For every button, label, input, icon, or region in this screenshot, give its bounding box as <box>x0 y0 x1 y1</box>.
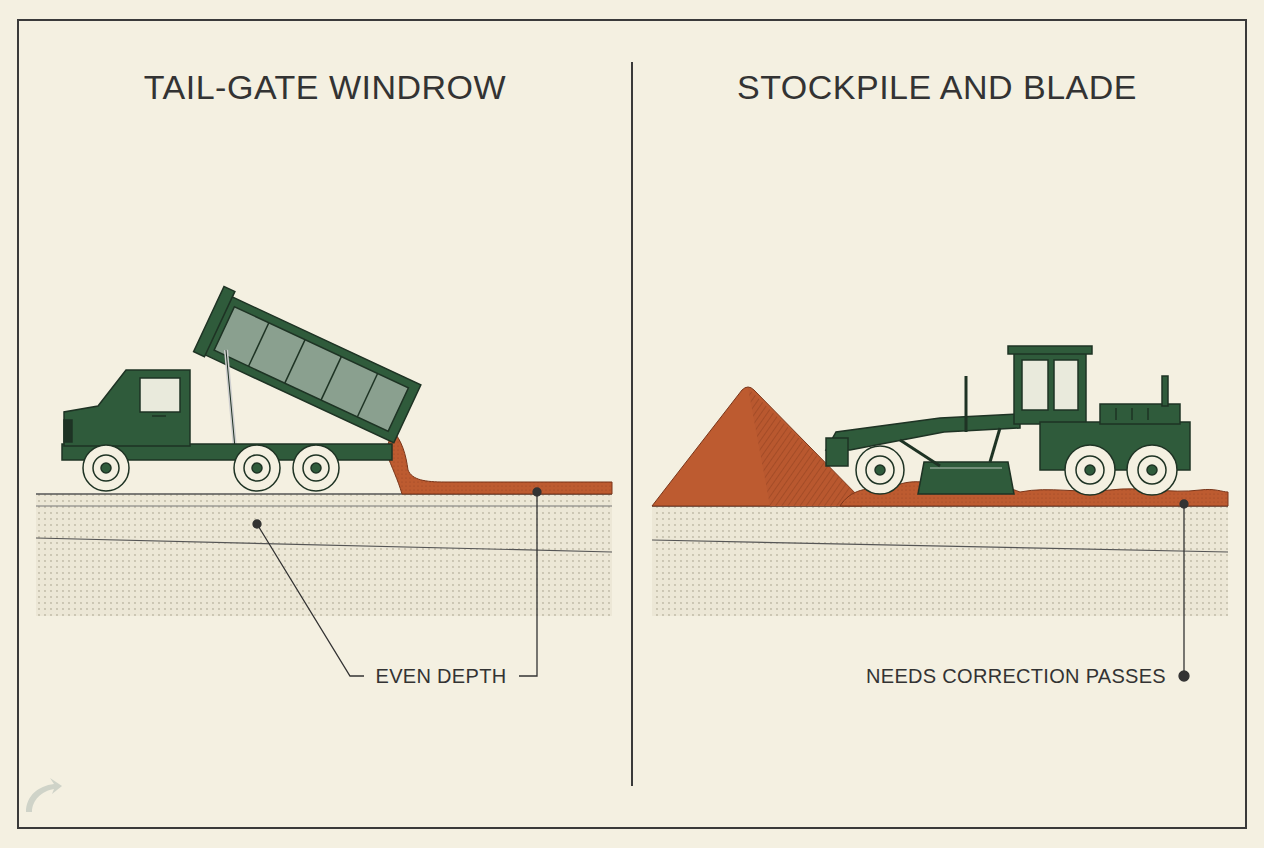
frame <box>18 20 1246 828</box>
stockpile <box>652 387 862 506</box>
callout-label: EVEN DEPTH <box>374 664 509 688</box>
motor-grader <box>826 346 1190 495</box>
windrow-material <box>386 430 612 494</box>
panel-heading: TAIL-GATE WINDROW <box>142 67 508 108</box>
road-section-left <box>36 494 612 616</box>
stockpile-shade <box>748 388 862 506</box>
leader-line-right <box>1179 500 1189 681</box>
road-section-right <box>652 506 1228 616</box>
divider <box>631 62 633 786</box>
watermark-logo <box>26 778 62 812</box>
leader-lines-left <box>253 488 541 676</box>
callout-label: NEEDS CORRECTION PASSES <box>864 664 1168 688</box>
dump-truck <box>62 286 423 491</box>
panel-heading: STOCKPILE AND BLADE <box>735 67 1139 108</box>
